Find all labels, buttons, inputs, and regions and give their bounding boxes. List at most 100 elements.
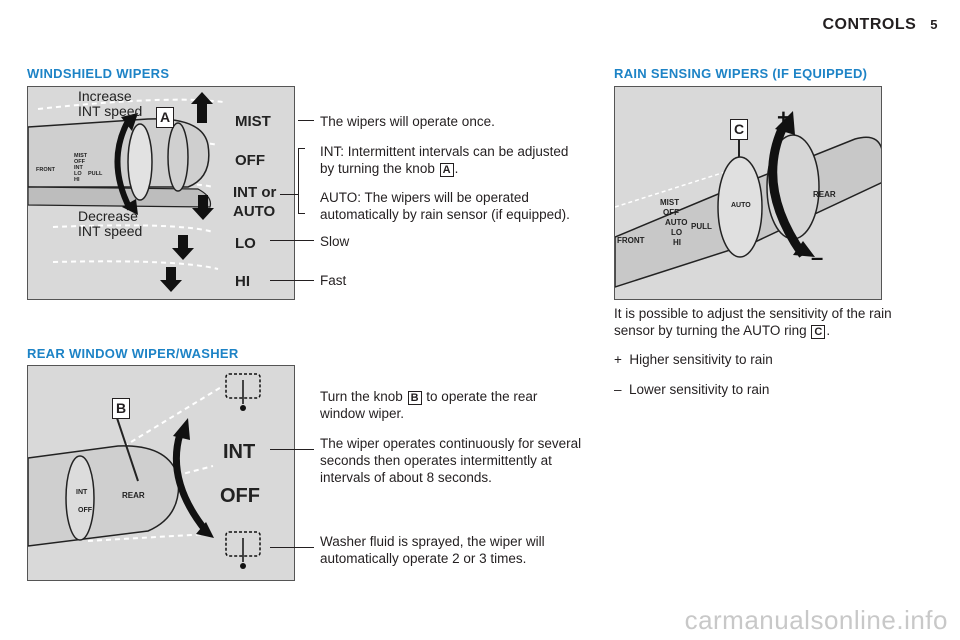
hi-down-arrow-1 bbox=[172, 235, 194, 260]
leader-mist bbox=[298, 120, 314, 121]
minus-symbol: – bbox=[614, 382, 622, 397]
rear-stalk-illustration: INT OFF INT OFF REAR bbox=[28, 373, 261, 569]
callout-c: C bbox=[730, 119, 748, 140]
stalk-pull-text: PULL bbox=[88, 171, 103, 177]
leader-int bbox=[280, 194, 298, 195]
washer-description: Washer fluid is sprayed, the wiper will … bbox=[320, 533, 545, 567]
stalk-int-text: INT bbox=[74, 165, 84, 171]
rain-stalk-hi: HI bbox=[673, 238, 681, 247]
rear-knob-text-a: Turn the knob bbox=[320, 389, 403, 404]
int-speed-arrow bbox=[114, 119, 133, 211]
washer-icon-top bbox=[225, 373, 261, 411]
end-knob bbox=[167, 122, 189, 192]
minus-arrowhead bbox=[793, 241, 815, 257]
page-header: CONTROLS 5 bbox=[822, 16, 938, 34]
rear-pos-int: INT bbox=[223, 441, 255, 463]
callout-a: A bbox=[156, 107, 174, 128]
rear-wiper-title: REAR WINDOW WIPER/WASHER bbox=[27, 346, 239, 361]
rain-stalk-off: OFF bbox=[663, 208, 679, 217]
rear-int-line2: seconds then operates intermittently at bbox=[320, 453, 552, 468]
int-description-text: by turning the knob bbox=[320, 161, 435, 176]
minus-sign: – bbox=[811, 245, 823, 270]
watermark: carmanualsonline.info bbox=[684, 605, 948, 635]
rain-description-line1: It is possible to adjust the sensitivity… bbox=[614, 306, 892, 321]
rain-stalk-front: FRONT bbox=[617, 236, 645, 245]
rear-arrowhead-down bbox=[196, 522, 214, 538]
leader-rear-int bbox=[270, 449, 314, 450]
rear-knob bbox=[65, 455, 95, 541]
rear-stalk-off: OFF bbox=[78, 507, 93, 514]
decrease-label-2: INT speed bbox=[78, 223, 142, 239]
decrease-arrowhead bbox=[122, 199, 138, 215]
pos-off: OFF bbox=[235, 152, 265, 169]
rear-stalk-rear: REAR bbox=[122, 491, 145, 500]
increase-label-2: INT speed bbox=[78, 103, 142, 119]
leader-lo bbox=[270, 240, 314, 241]
rear-pos-off: OFF bbox=[220, 485, 260, 507]
stalk-front-text: FRONT bbox=[36, 167, 56, 173]
rain-sensing-title: RAIN SENSING WIPERS (IF EQUIPPED) bbox=[614, 66, 868, 81]
rear-stalk-int: INT bbox=[76, 489, 88, 496]
auto-description-line1: AUTO: The wipers will be operated bbox=[320, 190, 529, 205]
rear-knob-description: Turn the knob B to operate the rear wind… bbox=[320, 388, 537, 422]
pos-auto: AUTO bbox=[233, 203, 276, 220]
rain-stalk-lo: LO bbox=[671, 228, 682, 237]
pos-int-or: INT or bbox=[233, 184, 276, 201]
int-description-line1: INT: Intermittent intervals can be adjus… bbox=[320, 144, 569, 159]
rain-description-end: . bbox=[826, 323, 831, 338]
int-auto-bracket bbox=[298, 148, 305, 214]
leader-hi bbox=[270, 280, 314, 281]
windshield-wiper-figure: MIST OFF INT LO PULL HI FRONT Increase I… bbox=[27, 86, 295, 300]
hi-down-arrow-2 bbox=[160, 267, 182, 292]
mist-up-arrow bbox=[191, 92, 213, 123]
rain-stalk-illustration: MIST OFF AUTO LO HI FRONT PULL AUTO REAR… bbox=[615, 105, 881, 288]
rain-stalk-ring-auto: AUTO bbox=[731, 202, 751, 209]
knob-c-ref: C bbox=[811, 325, 826, 339]
lo-down-arrow bbox=[192, 195, 214, 220]
rear-knob-text-b: to operate the rear bbox=[426, 389, 538, 404]
section-name: CONTROLS bbox=[822, 16, 917, 33]
rain-sensing-figure: MIST OFF AUTO LO HI FRONT PULL AUTO REAR… bbox=[614, 86, 882, 300]
washer-line2: automatically operate 2 or 3 times. bbox=[320, 551, 527, 566]
stalk-mist-text: MIST bbox=[74, 153, 88, 159]
rear-knob-line1: Turn the knob B to operate the rear bbox=[320, 388, 537, 405]
rain-description: It is possible to adjust the sensitivity… bbox=[614, 305, 892, 339]
rain-stalk-auto: AUTO bbox=[665, 218, 688, 227]
rear-arrowhead-up bbox=[173, 418, 190, 440]
auto-ring-arrow bbox=[768, 125, 807, 258]
stalk-lo-text: LO bbox=[74, 171, 82, 177]
rear-rotate-arrow bbox=[172, 433, 209, 534]
rear-int-description: The wiper operates continuously for seve… bbox=[320, 435, 581, 486]
lo-description: Slow bbox=[320, 234, 350, 249]
auto-description-line2: automatically by rain sensor (if equippe… bbox=[320, 207, 570, 222]
page-number: 5 bbox=[930, 17, 938, 32]
windshield-stalk-illustration: MIST OFF INT LO PULL HI FRONT Increase I… bbox=[28, 88, 276, 292]
rain-description-text: sensor by turning the AUTO ring bbox=[614, 323, 807, 338]
knob-a-ref: A bbox=[439, 163, 454, 177]
callout-b: B bbox=[112, 398, 130, 419]
rain-dash-1 bbox=[615, 171, 726, 208]
plus-arrowhead bbox=[775, 111, 795, 135]
higher-sensitivity-text: Higher sensitivity to rain bbox=[629, 352, 773, 367]
knob-b-ref: B bbox=[407, 391, 422, 405]
rain-stalk-mist: MIST bbox=[660, 198, 679, 207]
windshield-wipers-title: WINDSHIELD WIPERS bbox=[27, 66, 170, 81]
auto-description: AUTO: The wipers will be operated automa… bbox=[320, 189, 570, 223]
decrease-label-1: Decrease bbox=[78, 208, 138, 224]
int-description-end: . bbox=[454, 161, 459, 176]
int-description-line2: by turning the knob A. bbox=[320, 160, 568, 177]
rain-description-line2: sensor by turning the AUTO ring C. bbox=[614, 322, 892, 339]
rear-wiper-figure: INT OFF INT OFF REAR B bbox=[27, 365, 295, 581]
higher-sensitivity: + Higher sensitivity to rain bbox=[614, 351, 773, 368]
mist-description: The wipers will operate once. bbox=[320, 114, 495, 129]
int-description: INT: Intermittent intervals can be adjus… bbox=[320, 143, 568, 177]
hi-description: Fast bbox=[320, 273, 347, 288]
rain-stalk-rear: REAR bbox=[813, 190, 836, 199]
rear-knob-line2: window wiper. bbox=[320, 406, 405, 421]
rain-stalk-pull: PULL bbox=[691, 222, 712, 231]
leader-rear-washer bbox=[270, 547, 314, 548]
plus-sign: + bbox=[777, 105, 790, 130]
increase-arrowhead bbox=[121, 113, 138, 131]
lower-sensitivity: – Lower sensitivity to rain bbox=[614, 381, 769, 398]
pos-mist: MIST bbox=[235, 113, 271, 130]
